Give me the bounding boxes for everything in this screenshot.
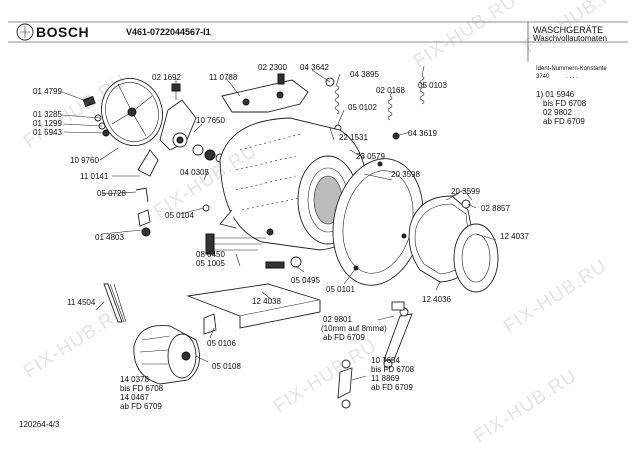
part-label: 05 0103 — [418, 81, 447, 90]
part-label: 08 0450 — [196, 250, 225, 259]
motor-part — [133, 324, 201, 385]
part-label: 02 8857 — [481, 204, 510, 213]
part-label: 04 3895 — [350, 70, 379, 79]
drive-pulley-part — [101, 77, 163, 147]
part-label: bis FD 6708 — [120, 384, 164, 393]
part-label: 22 1531 — [339, 133, 368, 142]
part-label: ab FD 6709 — [371, 383, 413, 392]
part-label: 05 1005 — [196, 259, 225, 268]
part-label: 02 0168 — [376, 86, 405, 95]
part-label: 12 4037 — [500, 232, 529, 241]
part-label: 12 4038 — [252, 297, 281, 306]
part-label: 11 4504 — [67, 298, 96, 307]
part-label: 12 4036 — [422, 295, 451, 304]
variant-note-line: 02 9802 — [543, 108, 572, 117]
part-label: 02 2300 — [258, 63, 287, 72]
part-label: ab FD 6709 — [323, 333, 365, 342]
part-label: 02 9801 — [323, 315, 352, 324]
category-subtitle: Waschvollautomaten — [533, 34, 607, 43]
part-label: 05 0101 — [326, 285, 355, 294]
part-label: 05 0495 — [291, 276, 320, 285]
part-label: 04 3642 — [300, 63, 329, 72]
ident-dots: . . . . — [566, 74, 578, 80]
leader-lines — [61, 65, 497, 381]
part-label: 14 0378 — [120, 375, 149, 384]
left-fastener-parts — [135, 187, 210, 237]
door-gasket-part — [408, 189, 499, 293]
part-label: 04 3619 — [408, 129, 437, 138]
wash-tub-part — [219, 117, 367, 251]
heater-element-part — [205, 233, 302, 269]
category-title: WASCHGERÄTE — [533, 25, 604, 35]
part-label: 01 4803 — [95, 233, 124, 242]
part-label: 23 0579 — [356, 152, 385, 161]
part-label: 11 0788 — [209, 73, 238, 82]
part-label: 01 3285 — [33, 110, 62, 119]
ident-value: 3740 — [536, 74, 550, 80]
part-label: 05 0108 — [212, 362, 241, 371]
part-label: 04 0305 — [180, 168, 209, 177]
part-label: 11 8869 — [371, 374, 400, 383]
variant-note-line: ab FD 6709 — [543, 117, 585, 126]
part-label: 01 5943 — [33, 128, 62, 137]
part-label: 10 7650 — [196, 116, 225, 125]
brand-name: BOSCH — [36, 24, 90, 40]
part-label: 05 0102 — [348, 103, 377, 112]
part-label: 05 0106 — [207, 339, 236, 348]
part-label: 01 4799 — [33, 87, 62, 96]
part-label: bis FD 6708 — [371, 365, 415, 374]
sheet-reference: 120264-4/3 — [19, 420, 60, 429]
part-label: 20 3598 — [391, 170, 420, 179]
drive-belt-part — [103, 283, 127, 323]
part-label: 14 0467 — [120, 393, 149, 402]
model-number: V461-0722044567-I1 — [126, 27, 211, 37]
part-label: 10 7654 — [371, 356, 400, 365]
bosch-logo-mark — [20, 26, 30, 38]
part-label: 05 0104 — [165, 211, 194, 220]
part-label: 10 9760 — [70, 156, 99, 165]
shock-absorber-parts — [337, 301, 413, 409]
part-label: 05 0728 — [97, 189, 126, 198]
variant-note-line: bis FD 6708 — [543, 99, 587, 108]
part-label: (10mm auf 8mmø) — [321, 324, 387, 333]
ident-label: Ident-Nummern-Konstante — [536, 66, 607, 72]
part-label: 01 1299 — [33, 119, 62, 128]
part-label: 11 0141 — [80, 172, 109, 181]
bearing-bracket-part — [137, 83, 225, 177]
variant-note-line: 1) 01 5946 — [536, 90, 575, 99]
base-plate-part — [186, 283, 321, 335]
part-label: 02 1692 — [152, 73, 181, 82]
top-cross-bracket-part — [221, 73, 309, 113]
part-label: ab FD 6709 — [120, 402, 162, 411]
part-label: 20 3599 — [451, 187, 480, 196]
